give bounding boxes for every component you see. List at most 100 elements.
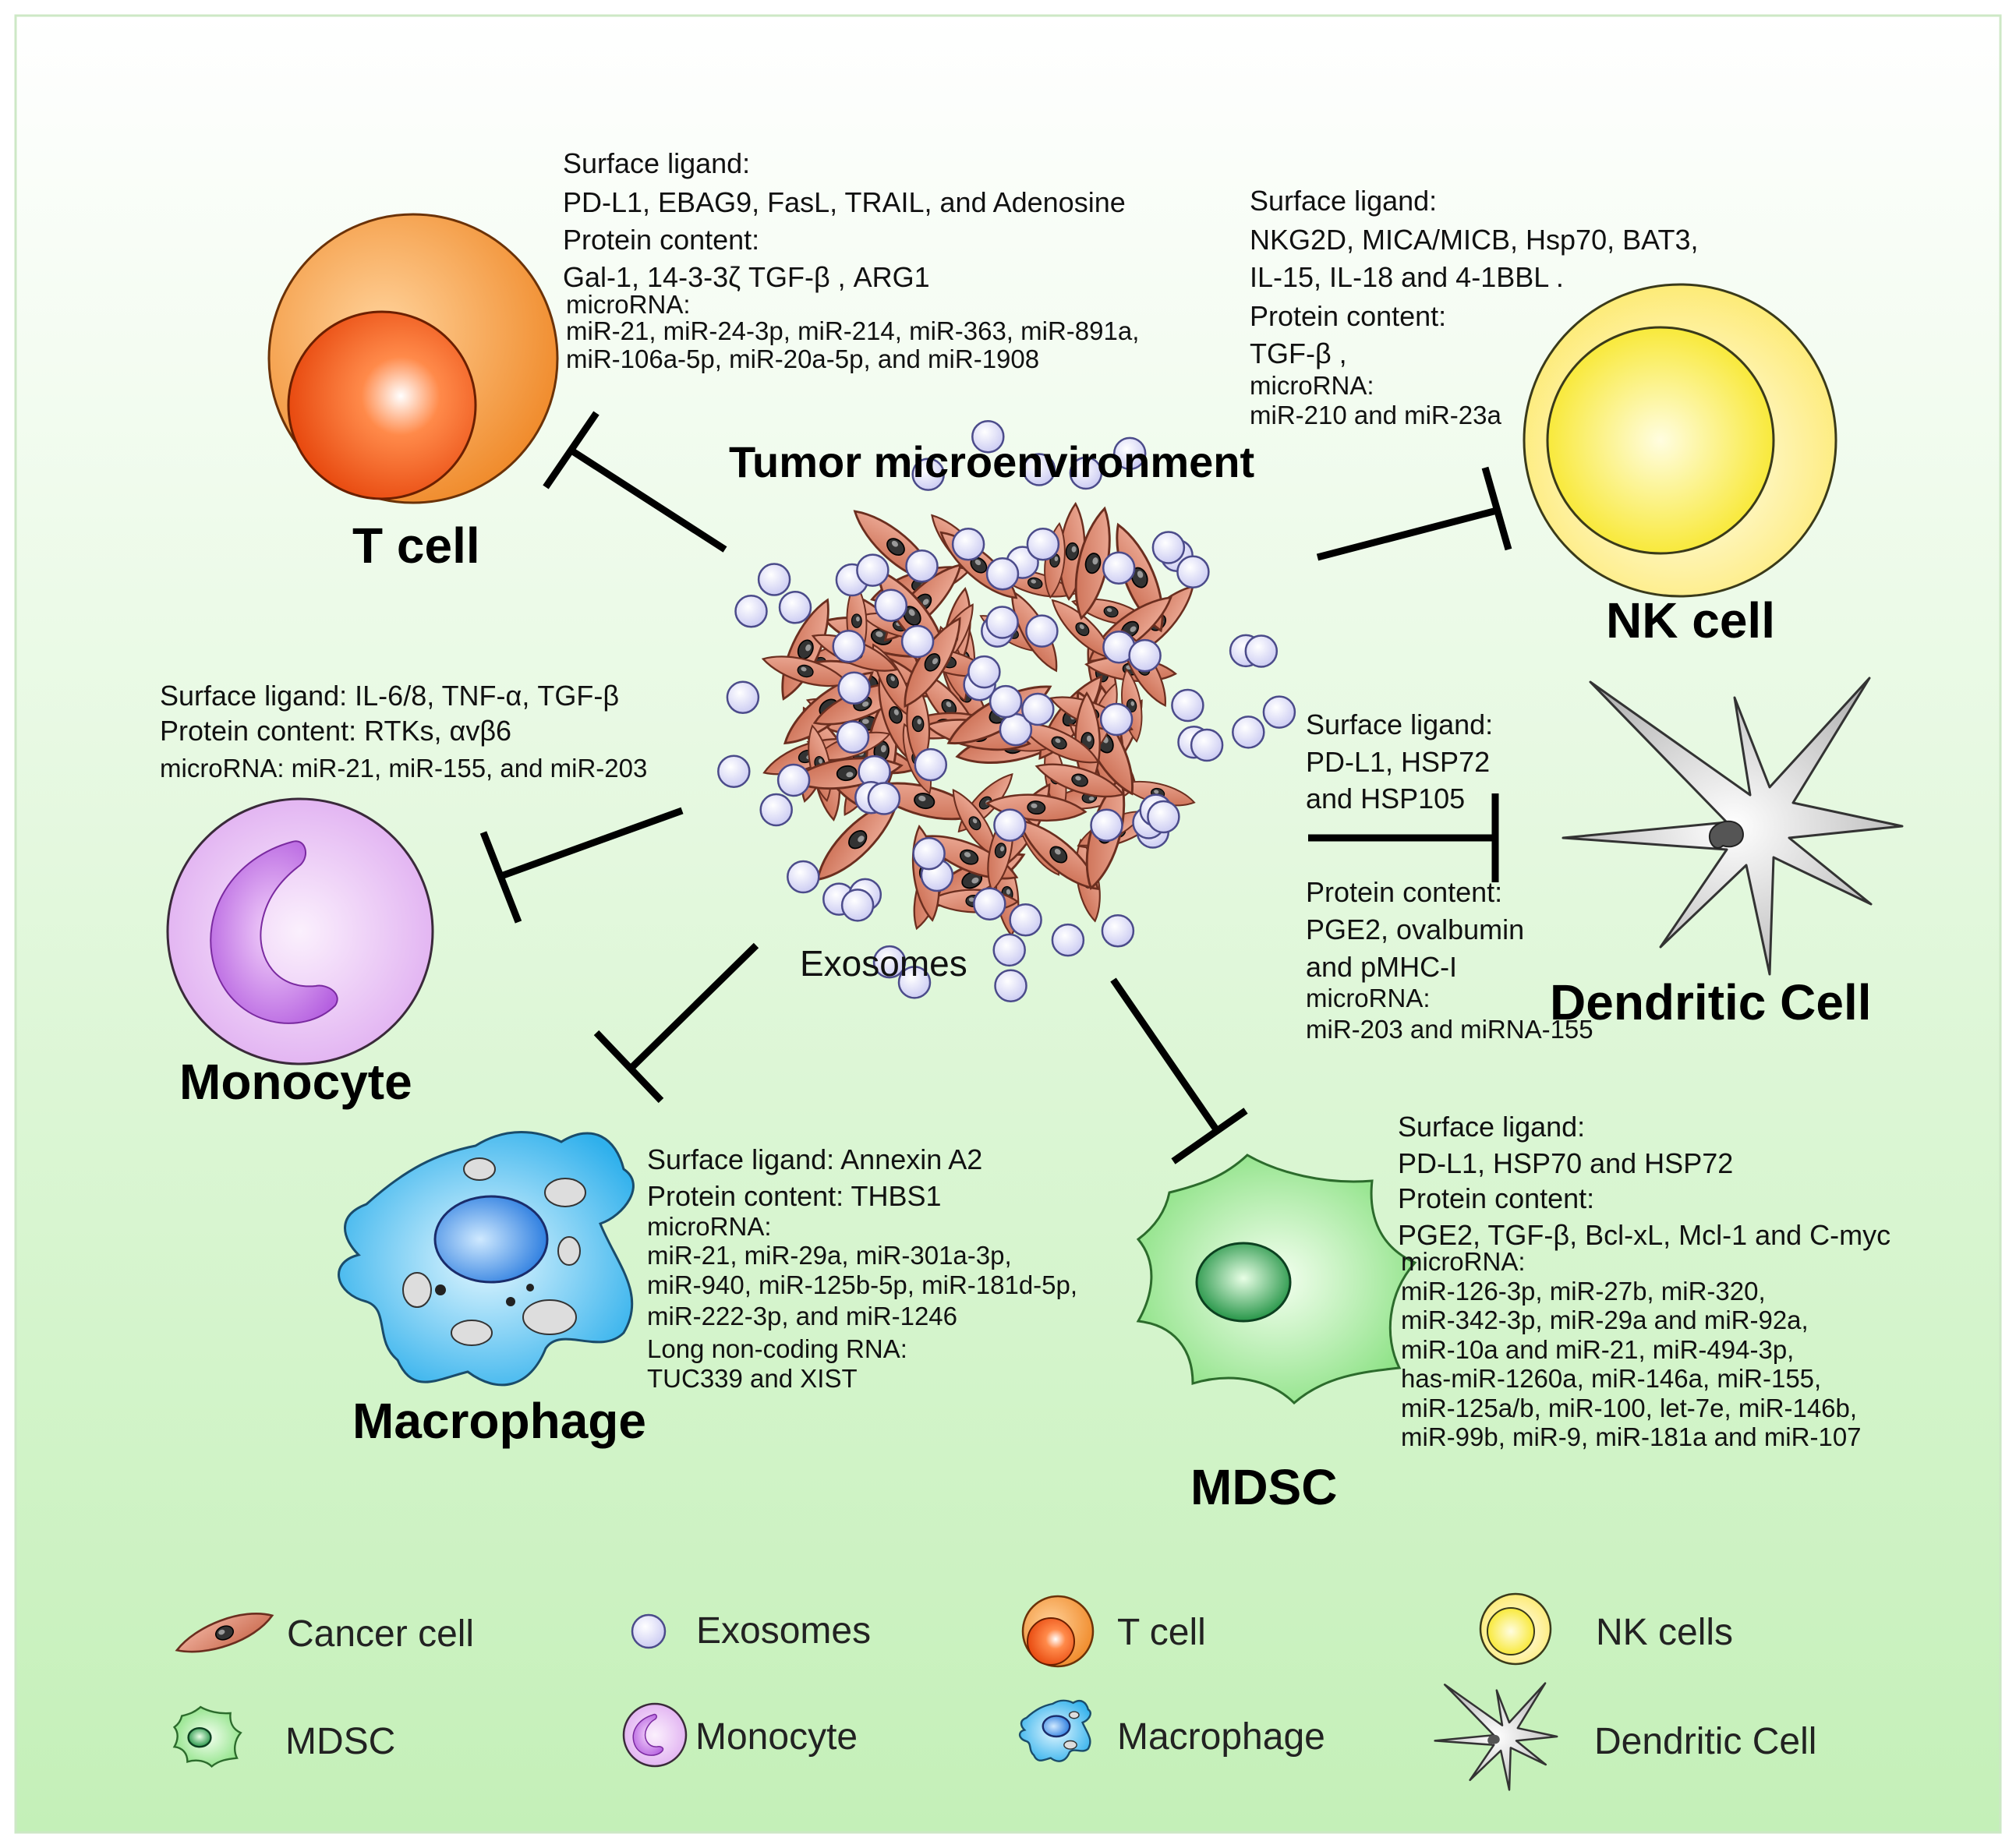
svg-text:Protein content:: Protein content: [1398, 1182, 1594, 1214]
svg-text:Surface ligand:: Surface ligand: [1250, 185, 1437, 217]
svg-text:Protein content: RTKs, αvβ6: Protein content: RTKs, αvβ6 [160, 715, 511, 747]
svg-text:microRNA:: microRNA: [1306, 984, 1431, 1012]
exosome [759, 793, 793, 827]
svg-text:PD-L1, EBAG9, FasL, TRAIL, an: PD-L1, EBAG9, FasL, TRAIL, and Adenosine [563, 186, 1126, 218]
exosome [1262, 695, 1296, 729]
t-cell-annotation: Surface ligand: PD-L1, EBAG9, FasL, TRAI… [563, 147, 1139, 373]
exosome [1151, 531, 1186, 564]
svg-text:TUC339 and XIST: TUC339 and XIST [647, 1364, 858, 1393]
exosome [1022, 453, 1056, 486]
legend-dendritic-cell: Dendritic Cell [1434, 1682, 1816, 1791]
exosome [776, 763, 811, 797]
svg-text:Macrophage: Macrophage [1117, 1716, 1325, 1758]
monocyte-illustration [166, 797, 434, 1065]
exosome [967, 655, 1001, 689]
svg-text:miR-940, miR-125b-5p, miR-181d: miR-940, miR-125b-5p, miR-181d-5p, [647, 1270, 1077, 1299]
exosome [1176, 555, 1210, 588]
svg-text:microRNA: miR-21, miR-155, an: microRNA: miR-21, miR-155, and miR-203 [160, 754, 647, 783]
exosome [989, 684, 1023, 719]
svg-text:TGF-β ,: TGF-β , [1250, 337, 1347, 369]
exosome [1099, 702, 1134, 737]
svg-text:Monocyte: Monocyte [695, 1716, 858, 1758]
exosome [994, 969, 1027, 1002]
dendritic-cell-annotation: Surface ligand: PD-L1, HSP72 and HSP105 … [1306, 708, 1593, 1044]
exosome [1026, 528, 1060, 561]
svg-text:Surface ligand: Annexin A2: Surface ligand: Annexin A2 [647, 1143, 982, 1175]
exosome [1101, 914, 1135, 948]
exosome [1025, 614, 1059, 648]
svg-text:miR-106a-5p, miR-20a-5p, and m: miR-106a-5p, miR-20a-5p, and miR-1908 [566, 345, 1039, 373]
svg-text:Protein content: THBS1: Protein content: THBS1 [647, 1180, 942, 1212]
exosome [985, 606, 1019, 639]
nk-cell-illustration [1523, 283, 1837, 598]
svg-text:Surface ligand:: Surface ligand: [1306, 708, 1493, 740]
svg-text:miR-10a and miR-21, miR-494-3p: miR-10a and miR-21, miR-494-3p, [1401, 1335, 1794, 1364]
mdsc-annotation: Surface ligand: PD-L1, HSP70 and HSP72 P… [1398, 1111, 1890, 1451]
exosome [1147, 800, 1180, 834]
legend-nk-cells: NK cells [1479, 1592, 1733, 1666]
legend-macrophage: Macrophage [1019, 1699, 1325, 1762]
svg-text:Protein content:: Protein content: [563, 224, 759, 256]
svg-text:miR-126-3p, miR-27b, miR-320,: miR-126-3p, miR-27b, miR-320, [1401, 1277, 1766, 1306]
exosome [1102, 551, 1136, 585]
svg-text:microRNA:: microRNA: [647, 1212, 772, 1241]
exosome [951, 528, 985, 561]
svg-text:microRNA:: microRNA: [1401, 1247, 1526, 1276]
svg-text:Cancer cell: Cancer cell [287, 1613, 474, 1655]
svg-text:miR-222-3p, and miR-1246: miR-222-3p, and miR-1246 [647, 1302, 957, 1330]
svg-text:Dendritic Cell: Dendritic Cell [1594, 1721, 1816, 1762]
svg-text:Surface ligand: IL-6/8, TNF-α,: Surface ligand: IL-6/8, TNF-α, TGF-β [160, 680, 619, 712]
inhibition-monocyte [479, 807, 684, 924]
inhibition-nk-cell [1316, 466, 1512, 561]
exosome [985, 557, 1020, 591]
svg-text:PGE2, TGF-β, Bcl-xL, Mcl-1 and: PGE2, TGF-β, Bcl-xL, Mcl-1 and C-myc [1398, 1219, 1890, 1251]
exosome [973, 887, 1006, 920]
exosome [1069, 456, 1103, 490]
exosome [1112, 436, 1147, 471]
exosome [1090, 808, 1123, 843]
svg-text:has-miR-1260a, miR-146a, miR-1: has-miR-1260a, miR-146a, miR-155, [1401, 1364, 1821, 1393]
exosome [1021, 692, 1055, 726]
svg-text:Long non-coding RNA:: Long non-coding RNA: [647, 1334, 907, 1363]
inhibition-dendritic-cell [1308, 793, 1499, 882]
svg-text:MDSC: MDSC [285, 1721, 395, 1762]
svg-text:Gal-1, 14-3-3ζ TGF-β , ARG1: Gal-1, 14-3-3ζ TGF-β , ARG1 [563, 261, 930, 293]
svg-text:NKG2D, MICA/MICB, Hsp70, BAT3,: NKG2D, MICA/MICB, Hsp70, BAT3, [1250, 224, 1698, 256]
exosome [726, 680, 760, 715]
exosome [757, 563, 791, 596]
svg-text:miR-342-3p, miR-29a and miR-92: miR-342-3p, miR-29a and miR-92a, [1401, 1306, 1809, 1334]
svg-text:Exosomes: Exosomes [696, 1610, 871, 1652]
exosome [900, 624, 935, 659]
exosome [872, 945, 907, 979]
exosome [717, 754, 751, 788]
exosome [1128, 638, 1162, 673]
inhibition-t-cell [543, 411, 727, 553]
exosome [911, 458, 945, 491]
exosome [840, 889, 875, 922]
exosome [867, 782, 901, 815]
exosome [914, 747, 948, 782]
legend: Cancer cell Exosomes T cell NK cells MDS… [171, 1592, 1816, 1791]
exosome [734, 595, 768, 628]
svg-text:Surface ligand:: Surface ligand: [1398, 1111, 1585, 1143]
legend-monocyte: Monocyte [622, 1702, 858, 1768]
exosome [778, 591, 812, 624]
svg-text:microRNA:: microRNA: [566, 290, 691, 319]
svg-text:NK cells: NK cells [1596, 1612, 1733, 1653]
nk-cell-annotation: Surface ligand: NKG2D, MICA/MICB, Hsp70,… [1250, 185, 1698, 429]
exosome [1009, 903, 1042, 937]
exosome [897, 966, 932, 999]
svg-text:miR-21, miR-24-3p, miR-214, mi: miR-21, miR-24-3p, miR-214, miR-363, miR… [566, 316, 1139, 345]
legend-exosomes: Exosomes [631, 1610, 871, 1652]
exosome [992, 933, 1026, 967]
nk-cell-label: NK cell [1606, 592, 1775, 648]
svg-text:microRNA:: microRNA: [1250, 371, 1374, 400]
macrophage-label: Macrophage [352, 1393, 646, 1449]
svg-text:miR-210 and miR-23a: miR-210 and miR-23a [1250, 401, 1501, 429]
dendritic-cell-illustration [1562, 677, 1904, 976]
monocyte-label: Monocyte [179, 1054, 412, 1110]
mdsc-label: MDSC [1190, 1459, 1337, 1515]
svg-text:Surface ligand:: Surface ligand: [563, 147, 750, 179]
t-cell-illustration [267, 213, 559, 504]
legend-t-cell: T cell [1021, 1595, 1206, 1668]
